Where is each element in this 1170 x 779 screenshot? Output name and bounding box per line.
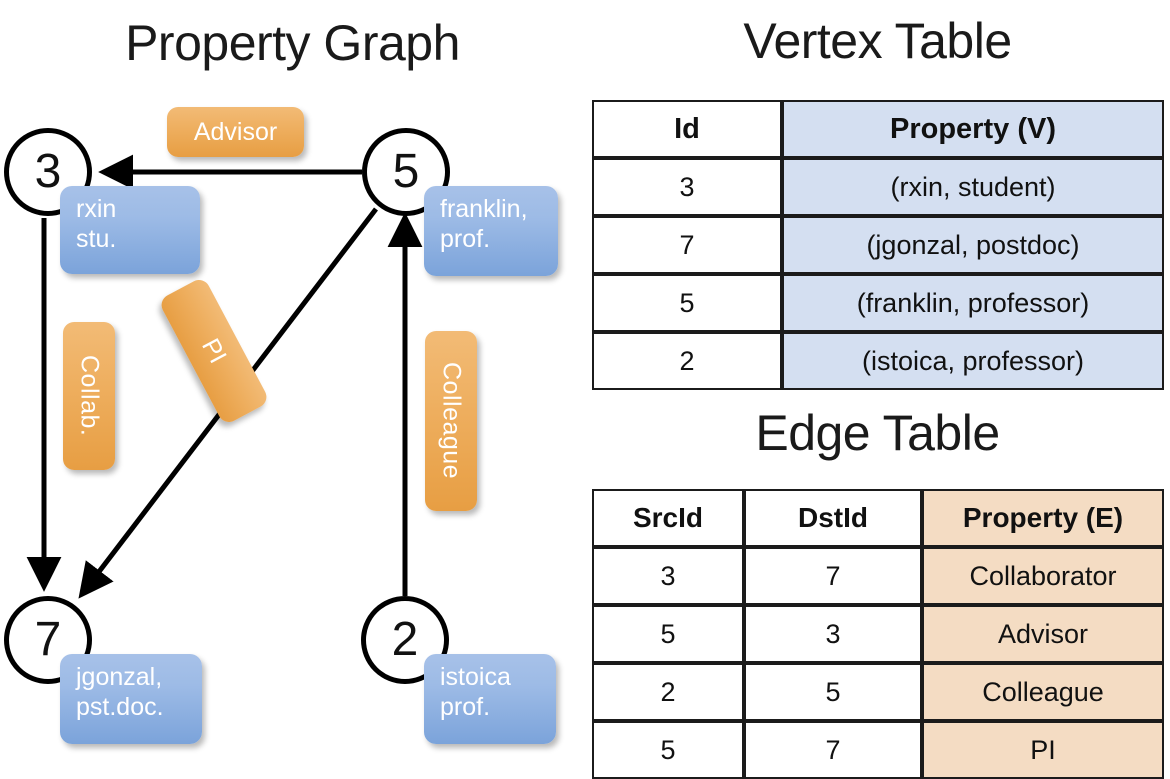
vertex-row-3-property: (istoica, professor) (782, 332, 1164, 390)
vertex-property-box-istoica-line1: istoica (440, 663, 511, 691)
table-row[interactable]: 5 3 Advisor (592, 605, 1164, 663)
edge-label-collab-text: Collab. (75, 355, 104, 437)
vertex-property-box-rxin-line2: stu. (76, 224, 117, 253)
graph-node-2[interactable]: 2 (361, 596, 449, 684)
edge-label-pi-text: PI (196, 333, 233, 368)
vertex-table: Id Property (V) 3 (rxin, student) 7 (jgo… (592, 100, 1164, 390)
edge-row-0-dst: 7 (744, 547, 922, 605)
table-row[interactable]: 5 (franklin, professor) (592, 274, 1164, 332)
page-title-edge-table: Edge Table (755, 405, 1000, 461)
edge-row-3-dst: 7 (744, 721, 922, 779)
edge-label-advisor[interactable]: Advisor (167, 107, 304, 157)
edge-table-header-row: SrcId DstId Property (E) (592, 489, 1164, 547)
edge-row-2-property: Colleague (922, 663, 1164, 721)
edge-row-1-dst: 3 (744, 605, 922, 663)
vertex-row-1-property: (jgonzal, postdoc) (782, 216, 1164, 274)
page-title-vertex-table: Vertex Table (743, 13, 1012, 69)
edge-row-0-property: Collaborator (922, 547, 1164, 605)
edge-row-3-property: PI (922, 721, 1164, 779)
edge-row-2-src: 2 (592, 663, 744, 721)
edge-label-advisor-text: Advisor (193, 117, 278, 146)
vertex-row-1-id: 7 (592, 216, 782, 274)
graph-node-3-label: 3 (34, 145, 62, 198)
table-row[interactable]: 7 (jgonzal, postdoc) (592, 216, 1164, 274)
vertex-table-header-row: Id Property (V) (592, 100, 1164, 158)
graph-node-7-label: 7 (34, 613, 62, 666)
edge-table-header-srcid: SrcId (592, 489, 744, 547)
vertex-row-0-id: 3 (592, 158, 782, 216)
edge-row-3-src: 5 (592, 721, 744, 779)
edge-label-collab[interactable]: Collab. (63, 322, 115, 470)
page-title-property-graph: Property Graph (125, 15, 460, 71)
table-row[interactable]: 5 7 PI (592, 721, 1164, 779)
edge-row-2-dst: 5 (744, 663, 922, 721)
vertex-row-0-property: (rxin, student) (782, 158, 1164, 216)
vertex-row-2-property: (franklin, professor) (782, 274, 1164, 332)
table-row[interactable]: 3 (rxin, student) (592, 158, 1164, 216)
vertex-property-box-franklin[interactable]: franklin, prof. (424, 186, 558, 276)
vertex-property-box-istoica-line2: prof. (440, 692, 491, 721)
vertex-property-box-jgonzal-line2: pst.doc. (76, 692, 164, 721)
edge-table: SrcId DstId Property (E) 3 7 Collaborato… (592, 489, 1164, 779)
property-graph-panel: 3 5 7 2 rxin stu. franklin, prof. jgonza… (0, 0, 585, 760)
vertex-row-3-id: 2 (592, 332, 782, 390)
edge-table-header-dstid: DstId (744, 489, 922, 547)
vertex-property-box-jgonzal-line1: jgonzal, (76, 663, 163, 691)
vertex-table-header-property: Property (V) (782, 100, 1164, 158)
vertex-property-box-rxin[interactable]: rxin stu. (60, 186, 200, 274)
vertex-table-header-id: Id (592, 100, 782, 158)
table-row[interactable]: 2 (istoica, professor) (592, 332, 1164, 390)
edge-row-0-src: 3 (592, 547, 744, 605)
table-row[interactable]: 2 5 Colleague (592, 663, 1164, 721)
edge-table-header-property: Property (E) (922, 489, 1164, 547)
vertex-property-box-franklin-line1: franklin, (440, 195, 528, 223)
graph-node-5[interactable]: 5 (362, 128, 450, 216)
vertex-property-box-rxin-line1: rxin (76, 195, 117, 223)
edge-row-1-property: Advisor (922, 605, 1164, 663)
vertex-property-box-franklin-line2: prof. (440, 224, 491, 253)
edge-label-colleague[interactable]: Colleague (425, 331, 477, 511)
edge-row-1-src: 5 (592, 605, 744, 663)
edge-label-colleague-text: Colleague (437, 362, 466, 480)
graph-node-2-label: 2 (391, 613, 419, 666)
table-row[interactable]: 3 7 Collaborator (592, 547, 1164, 605)
graph-node-5-label: 5 (392, 145, 420, 198)
vertex-row-2-id: 5 (592, 274, 782, 332)
vertex-property-box-istoica[interactable]: istoica prof. (424, 654, 556, 744)
vertex-property-box-jgonzal[interactable]: jgonzal, pst.doc. (60, 654, 202, 744)
